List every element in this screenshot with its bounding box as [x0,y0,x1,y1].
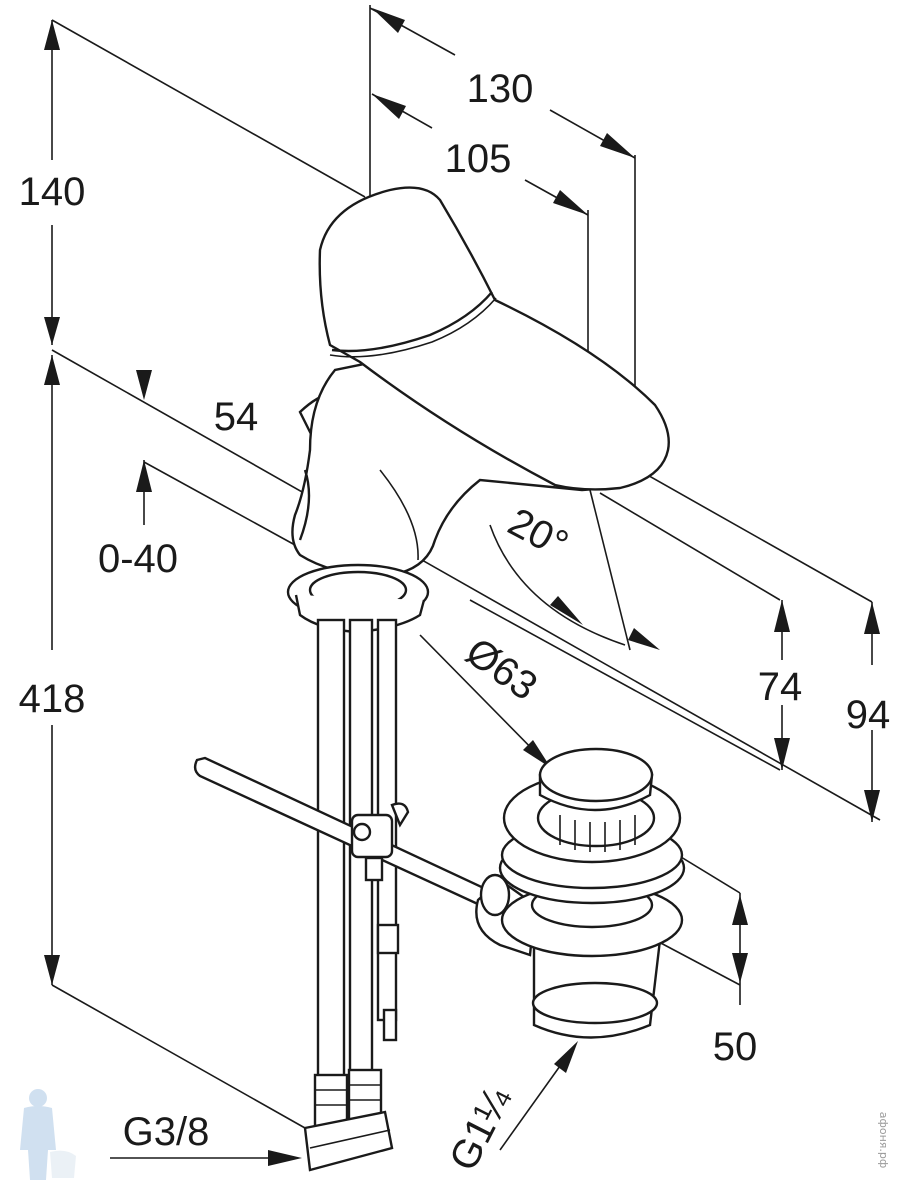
label-105: 105 [445,137,512,181]
label-angle-20: 20° [501,500,575,567]
dimension-0-40 [136,370,296,546]
label-418: 418 [19,677,86,721]
label-g3-8: G3/8 [123,1110,210,1154]
dimension-418 [44,355,306,1129]
label-130: 130 [467,67,534,111]
supply-connectors [303,1068,394,1172]
label-74: 74 [758,665,803,709]
faucet-body [291,186,670,576]
label-94: 94 [846,693,891,737]
plumber-mascot-logo [20,1089,76,1180]
label-50: 50 [713,1025,758,1069]
dimension-74 [469,492,790,771]
dimension-angle-20 [489,489,660,651]
watermark-text: афоня.рф [877,1112,890,1169]
label-diameter-63: Ø63 [458,630,545,709]
drain-assembly [475,747,686,1039]
base-reference-line [51,349,881,821]
dimension-140 [44,19,366,345]
label-0-40: 0-40 [98,537,178,581]
dimension-g3-8 [110,1150,302,1166]
dimension-g1-1-4 [499,1041,578,1151]
dimension-diameter-63 [419,634,551,768]
label-g1-1-4: G1¼ [441,1080,520,1178]
dimension-94 [634,467,880,822]
label-140: 140 [19,170,86,214]
label-54: 54 [214,395,259,439]
